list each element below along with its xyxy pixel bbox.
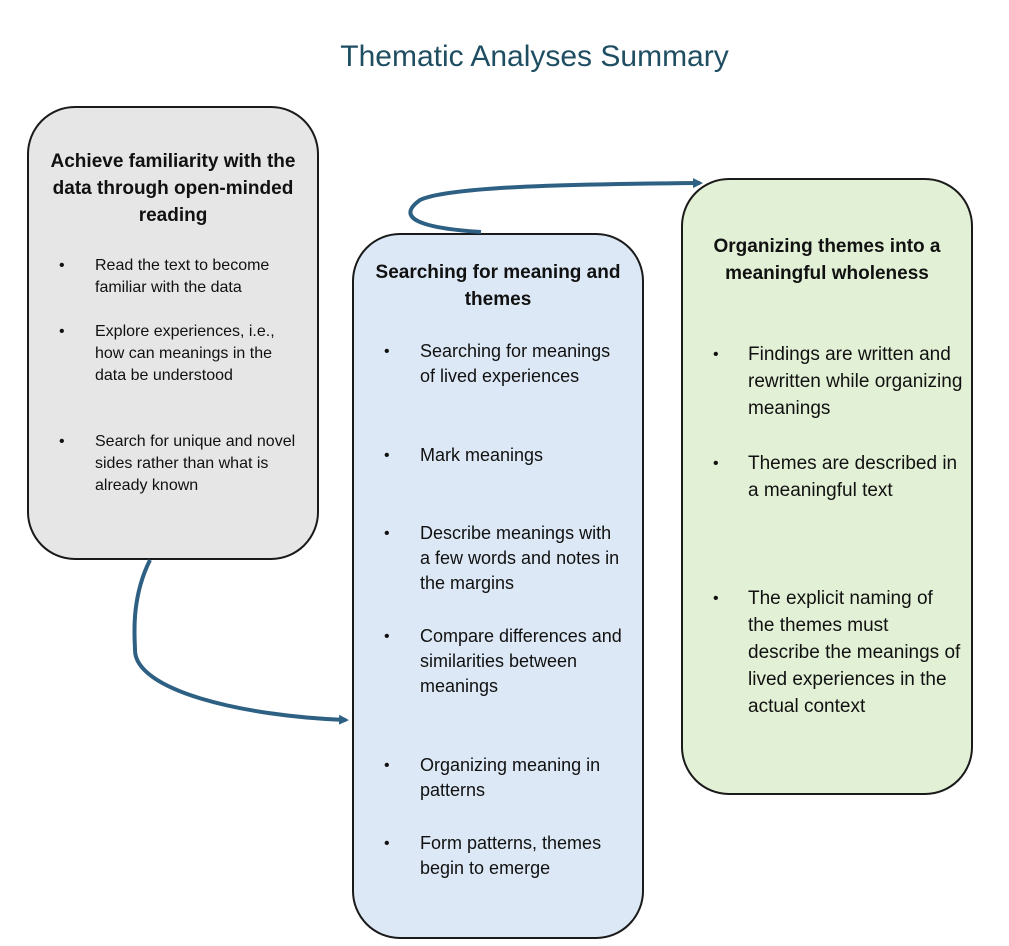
bullet-icon: •: [59, 257, 65, 274]
bullet-icon: •: [713, 455, 719, 472]
list-item: • Mark meanings: [384, 443, 624, 468]
list-item-text: Describe meanings with a few words and n…: [420, 523, 620, 593]
list-item: • Describe meanings with a few words and…: [384, 521, 624, 596]
bullet-icon: •: [384, 447, 390, 464]
step-box-familiarity: Achieve familiarity with the data throug…: [27, 106, 319, 560]
bullet-icon: •: [384, 343, 390, 360]
list-item: • Themes are described in a meaningful t…: [713, 450, 963, 504]
list-item: • Form patterns, themes begin to emerge: [384, 831, 624, 881]
bullet-icon: •: [384, 757, 390, 774]
bullet-icon: •: [384, 628, 390, 645]
bullet-icon: •: [384, 525, 390, 542]
step-heading: Searching for meaning and themes: [375, 262, 621, 310]
list-item: • Organizing meaning in patterns: [384, 753, 624, 803]
list-item-text: Findings are written and rewritten while…: [748, 344, 963, 419]
step-box-searching: Searching for meaning and themes • Searc…: [352, 233, 644, 939]
list-item-text: Form patterns, themes begin to emerge: [420, 833, 602, 878]
list-item-text: Search for unique and novel sides rather…: [95, 433, 296, 494]
step-box-organizing: Organizing themes into a meaningful whol…: [681, 178, 973, 795]
list-item: • Findings are written and rewritten whi…: [713, 341, 963, 422]
arrow-box2-to-box3: [408, 178, 703, 234]
step-heading: Organizing themes into a meaningful whol…: [713, 236, 941, 284]
list-item-text: Mark meanings: [420, 445, 544, 465]
list-item: • The explicit naming of the themes must…: [713, 585, 963, 720]
list-item-text: Searching for meanings of lived experien…: [420, 341, 611, 386]
bullet-icon: •: [59, 323, 65, 340]
arrow-box1-to-box2: [132, 559, 349, 725]
list-item: • Read the text to become familiar with …: [59, 255, 299, 299]
page-title: Thematic Analyses Summary: [340, 40, 729, 73]
list-item: • Compare differences and similarities b…: [384, 624, 624, 699]
list-item-text: The explicit naming of the themes must d…: [748, 588, 961, 717]
list-item-text: Explore experiences, i.e., how can meani…: [95, 323, 275, 384]
list-item-text: Read the text to become familiar with th…: [95, 257, 270, 296]
step-heading: Achieve familiarity with the data throug…: [50, 151, 296, 226]
list-item: • Search for unique and novel sides rath…: [59, 431, 299, 497]
bullet-icon: •: [384, 835, 390, 852]
list-item: • Searching for meanings of lived experi…: [384, 339, 624, 389]
list-item: • Explore experiences, i.e., how can mea…: [59, 321, 299, 387]
bullet-icon: •: [713, 590, 719, 607]
bullet-icon: •: [59, 433, 65, 450]
list-item-text: Compare differences and similarities bet…: [420, 626, 622, 696]
list-item-text: Organizing meaning in patterns: [420, 755, 601, 800]
bullet-icon: •: [713, 346, 719, 363]
list-item-text: Themes are described in a meaningful tex…: [748, 453, 958, 501]
